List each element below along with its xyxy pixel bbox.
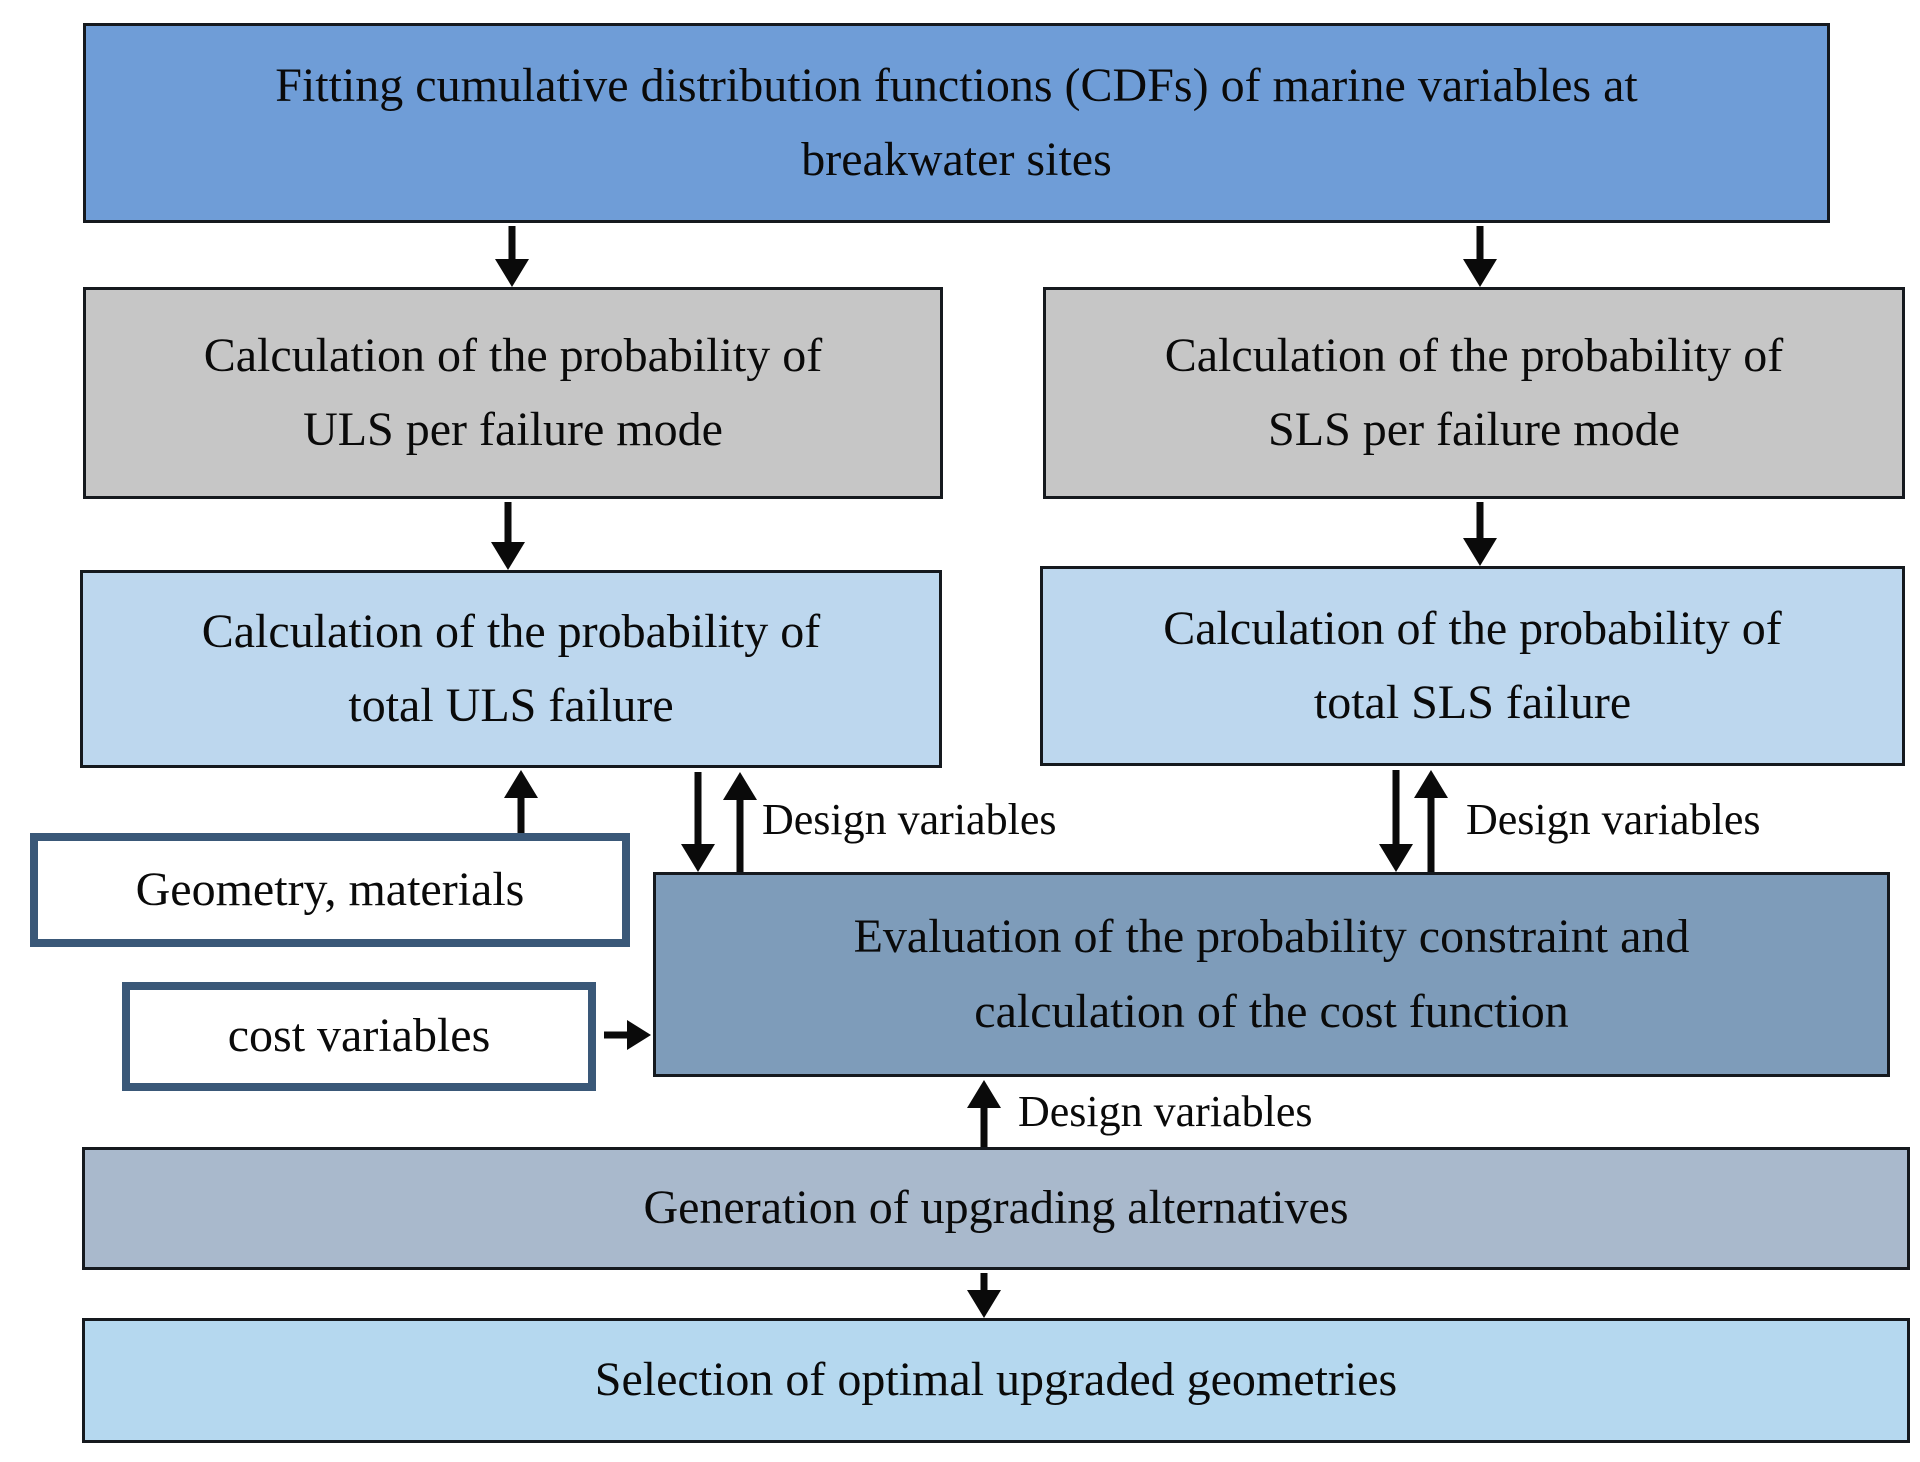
design-variables-label-right: Design variables [1466, 795, 1761, 844]
total-uls-failure-label: Calculation of the probability of total … [201, 604, 821, 732]
cost-variables-label: cost variables [227, 1009, 491, 1063]
selection-geometries-box: Selection of optimal upgraded geometries [82, 1318, 1910, 1443]
cost-variables-box: cost variables [122, 982, 596, 1091]
fitting-cdf-box: Fitting cumulative distribution function… [83, 23, 1830, 223]
arrow-geometry-to-ulstotal-icon [504, 770, 538, 833]
arrow-cost-to-evaluation-icon [604, 1020, 651, 1050]
selection-geometries-label: Selection of optimal upgraded geometries [594, 1353, 1398, 1407]
arrow-slstotal-to-evaluation-down-icon [1379, 770, 1413, 872]
sls-per-failure-mode-label: Calculation of the probability of SLS pe… [1164, 328, 1784, 456]
arrow-generation-to-selection-icon [967, 1273, 1001, 1318]
fitting-cdf-label: Fitting cumulative distribution function… [275, 58, 1638, 186]
arrow-evaluation-to-slstotal-up-icon [1414, 770, 1448, 872]
total-sls-failure-label: Calculation of the probability of total … [1163, 601, 1782, 729]
generation-alternatives-box: Generation of upgrading alternatives [82, 1147, 1910, 1270]
generation-alternatives-label: Generation of upgrading alternatives [643, 1181, 1349, 1235]
total-sls-failure-box: Calculation of the probability of total … [1040, 566, 1905, 766]
evaluation-cost-function-box: Evaluation of the probability constraint… [653, 872, 1890, 1077]
arrow-ulstotal-to-evaluation-down-icon [681, 772, 715, 872]
geometry-materials-label: Geometry, materials [135, 862, 525, 916]
design-variables-label-bottom: Design variables [1018, 1087, 1313, 1136]
arrow-generation-to-evaluation-icon [967, 1080, 1001, 1147]
arrow-ulsmode-to-ulstotal-icon [491, 502, 525, 570]
total-uls-failure-box: Calculation of the probability of total … [80, 570, 942, 768]
uls-per-failure-mode-box: Calculation of the probability of ULS pe… [83, 287, 943, 499]
arrow-fitting-to-uls-icon [495, 226, 529, 287]
arrow-slsmode-to-slstotal-icon [1463, 502, 1497, 566]
uls-per-failure-mode-label: Calculation of the probability of ULS pe… [203, 328, 823, 456]
arrow-fitting-to-sls-icon [1463, 226, 1497, 287]
evaluation-cost-function-label: Evaluation of the probability constraint… [853, 910, 1690, 1038]
sls-per-failure-mode-box: Calculation of the probability of SLS pe… [1043, 287, 1905, 499]
design-variables-label-left: Design variables [762, 795, 1057, 844]
arrow-evaluation-to-ulstotal-up-icon [723, 772, 757, 872]
geometry-materials-box: Geometry, materials [30, 833, 630, 947]
